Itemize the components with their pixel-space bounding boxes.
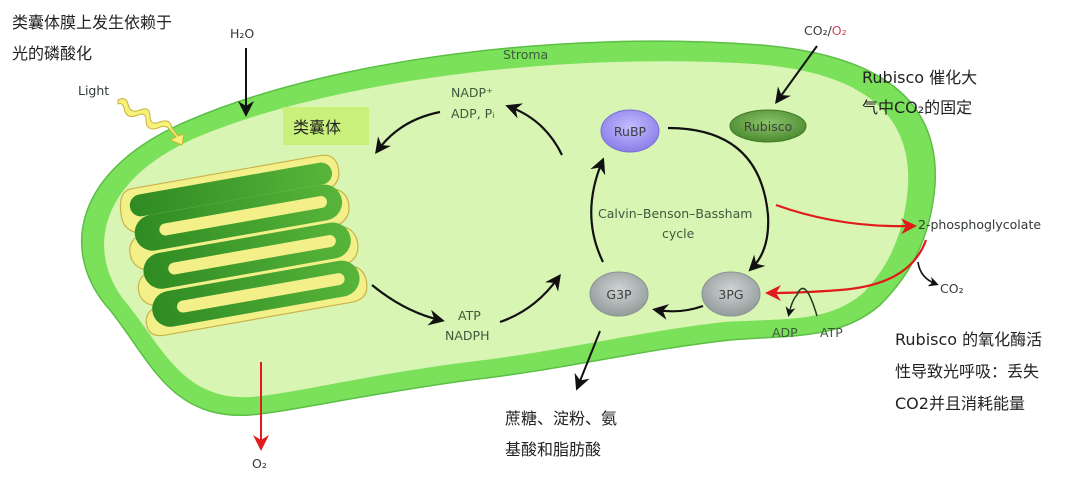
annotation-oxygenase-line2: 性导致光呼吸：丢失 (895, 362, 1039, 381)
co2-text: CO₂ (804, 23, 828, 38)
thylakoid-stack (119, 154, 368, 337)
stroma-label: Stroma (503, 47, 548, 62)
thylakoid-label: 类囊体 (293, 118, 341, 137)
arrow-thylakoid-to-atp (371, 284, 445, 326)
thylakoid-lumen (168, 235, 336, 275)
arc-g3p-to-rubp (590, 157, 606, 263)
co2-release-arrow (917, 261, 939, 287)
g3p-label: G3P (606, 287, 632, 302)
nadph-label: NADPH (445, 328, 489, 343)
co2-input-label: CO₂/O₂ (804, 23, 847, 38)
o2-output-label: O₂ (252, 456, 267, 471)
node-rubisco: Rubisco (729, 109, 807, 143)
node-3pg: 3PG (701, 271, 761, 317)
photorespiration-arrow-out (775, 203, 917, 235)
arrow-to-nadp (505, 103, 563, 156)
node-g3p: G3P (589, 271, 649, 317)
g3p-to-products-arrow (574, 330, 601, 391)
thylakoid-lumen (177, 273, 345, 313)
arrow-nadp-to-thylakoid (375, 110, 441, 155)
arc-rubp-to-3pg (667, 126, 770, 272)
thylakoid-lumen (159, 196, 327, 236)
h2o-label: H₂O (230, 26, 254, 41)
3pg-label: 3PG (718, 287, 743, 302)
co2-to-rubisco-arrow (775, 45, 818, 105)
annotation-thylakoid-line2: 光的磷酸化 (12, 44, 92, 63)
cycle-label-line1: Calvin–Benson–Bassham (598, 206, 752, 221)
co2-released-label: CO₂ (940, 281, 964, 296)
annotation-oxygenase-line1: Rubisco 的氧化酶活 (895, 330, 1042, 349)
cycle-label-line2: cycle (662, 226, 695, 241)
atp-adp-arc (785, 287, 818, 317)
thylakoid-label-box (283, 107, 369, 145)
annotation-products-line2: 基酸和脂肪酸 (505, 440, 601, 459)
o2-text: O₂ (832, 23, 847, 38)
thylakoid-lamella (129, 162, 333, 217)
adp-pi-label: ADP, Pᵢ (451, 106, 494, 121)
annotation-rubisco-line2: 气中CO₂的固定 (862, 98, 972, 117)
atp-small-label: ATP (820, 325, 843, 340)
rubisco-label: Rubisco (744, 119, 793, 134)
light-label: Light (78, 83, 109, 98)
slash-text: / (828, 23, 833, 38)
photorespiration-arrow-back (765, 239, 928, 301)
adp-small-label: ADP (772, 325, 798, 340)
annotation-thylakoid-line1: 类囊体膜上发生依赖于 (12, 13, 172, 32)
nadp-label: NADP⁺ (451, 85, 493, 100)
rubp-label: RuBP (614, 124, 647, 139)
annotation-rubisco-line1: Rubisco 催化大 (862, 68, 977, 87)
node-rubp: RuBP (600, 109, 660, 153)
stroma (104, 61, 909, 398)
annotation-oxygenase-line3: CO2并且消耗能量 (895, 394, 1025, 413)
arc-3pg-to-g3p (652, 303, 704, 320)
arrow-atp-to-cycle (499, 273, 561, 324)
light-wave-icon (117, 98, 185, 146)
atp-label: ATP (458, 308, 481, 323)
annotation-products-line1: 蔗糖、淀粉、氨 (505, 409, 617, 428)
phosphoglycolate-label: 2-phosphoglycolate (918, 217, 1041, 232)
